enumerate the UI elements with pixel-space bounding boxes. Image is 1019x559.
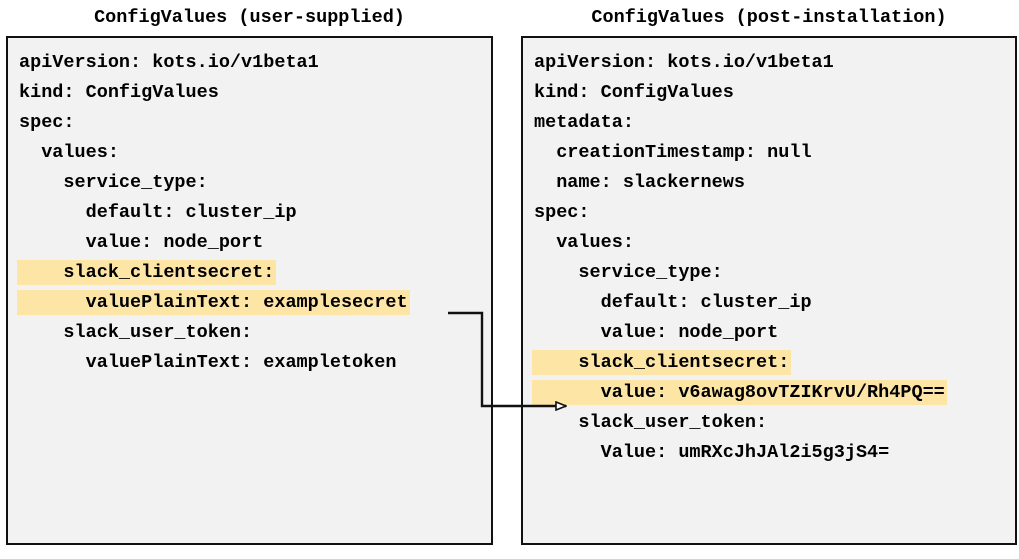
configvalues-panel-post-installation: apiVersion: kots.io/v1beta1 kind: ConfigV…	[521, 36, 1017, 545]
yaml-line: value: v6awag8ovTZIKrvU/Rh4PQ==	[534, 378, 1015, 408]
yaml-line: value: node_port	[534, 318, 1015, 348]
yaml-line: slack_clientsecret:	[534, 348, 1015, 378]
yaml-line: slack_clientsecret:	[19, 258, 491, 288]
yaml-line: value: node_port	[19, 228, 491, 258]
yaml-line-text: slack_clientsecret:	[534, 352, 790, 373]
yaml-line-text: apiVersion: kots.io/v1beta1	[19, 52, 319, 73]
yaml-line: default: cluster_ip	[19, 198, 491, 228]
yaml-line: name: slackernews	[534, 168, 1015, 198]
yaml-line: apiVersion: kots.io/v1beta1	[19, 48, 491, 78]
yaml-line: spec:	[19, 108, 491, 138]
yaml-line: metadata:	[534, 108, 1015, 138]
yaml-line: valuePlainText: exampletoken	[19, 348, 491, 378]
yaml-line: slack_user_token:	[534, 408, 1015, 438]
yaml-line: service_type:	[534, 258, 1015, 288]
yaml-code-block-post-installation: apiVersion: kots.io/v1beta1 kind: ConfigV…	[534, 48, 1015, 468]
yaml-line-text: value: node_port	[534, 322, 779, 343]
yaml-line-text: values:	[19, 142, 119, 163]
yaml-line: values:	[534, 228, 1015, 258]
yaml-line-text: metadata:	[534, 112, 634, 133]
panel-title-user-supplied: ConfigValues (user-supplied)	[94, 7, 405, 28]
yaml-line-text: slack_clientsecret:	[19, 262, 275, 283]
yaml-line: kind: ConfigValues	[19, 78, 491, 108]
yaml-line-text: spec:	[19, 112, 75, 133]
yaml-line-text: creationTimestamp: null	[534, 142, 812, 163]
yaml-line: slack_user_token:	[19, 318, 491, 348]
configvalues-panel-user-supplied: apiVersion: kots.io/v1beta1 kind: ConfigV…	[6, 36, 493, 545]
yaml-line-text: name: slackernews	[534, 172, 745, 193]
yaml-line: spec:	[534, 198, 1015, 228]
yaml-line-text: valuePlainText: examplesecret	[19, 292, 408, 313]
yaml-line: valuePlainText: examplesecret	[19, 288, 491, 318]
yaml-line-text: default: cluster_ip	[534, 292, 812, 313]
yaml-line-text: service_type:	[534, 262, 723, 283]
yaml-line-text: values:	[534, 232, 634, 253]
yaml-line: Value: umRXcJhJAl2i5g3jS4=	[534, 438, 1015, 468]
yaml-line: apiVersion: kots.io/v1beta1	[534, 48, 1015, 78]
yaml-line-text: kind: ConfigValues	[534, 82, 734, 103]
yaml-line-text: value: v6awag8ovTZIKrvU/Rh4PQ==	[534, 382, 945, 403]
yaml-line-text: kind: ConfigValues	[19, 82, 219, 103]
yaml-line-text: slack_user_token:	[534, 412, 768, 433]
yaml-line: service_type:	[19, 168, 491, 198]
yaml-line-text: apiVersion: kots.io/v1beta1	[534, 52, 834, 73]
yaml-code-block-user-supplied: apiVersion: kots.io/v1beta1 kind: ConfigV…	[19, 48, 491, 378]
yaml-line: kind: ConfigValues	[534, 78, 1015, 108]
yaml-line-text: valuePlainText: exampletoken	[19, 352, 397, 373]
yaml-line: default: cluster_ip	[534, 288, 1015, 318]
yaml-line: creationTimestamp: null	[534, 138, 1015, 168]
yaml-line-text: default: cluster_ip	[19, 202, 297, 223]
yaml-line-text: service_type:	[19, 172, 208, 193]
panel-title-post-installation: ConfigValues (post-installation)	[591, 7, 947, 28]
yaml-line-text: slack_user_token:	[19, 322, 253, 343]
yaml-line-text: Value: umRXcJhJAl2i5g3jS4=	[534, 442, 890, 463]
yaml-line: values:	[19, 138, 491, 168]
yaml-line-text: value: node_port	[19, 232, 264, 253]
yaml-line-text: spec:	[534, 202, 590, 223]
